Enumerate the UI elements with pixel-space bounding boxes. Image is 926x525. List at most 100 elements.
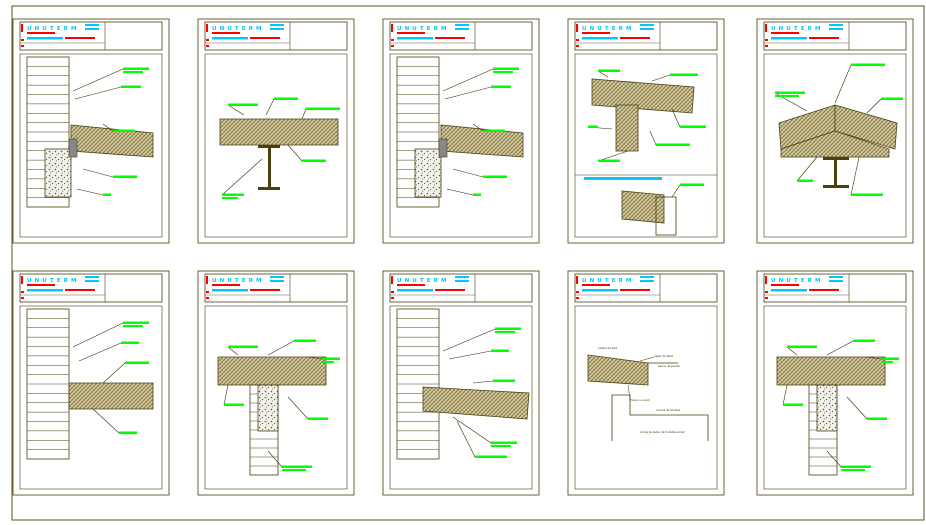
title-marker	[21, 297, 24, 299]
concrete-column	[257, 384, 279, 432]
leader-line	[307, 356, 323, 360]
title-tag	[270, 28, 284, 30]
leader-line	[786, 346, 798, 356]
section-title	[584, 177, 662, 180]
insulated-panel	[621, 190, 665, 224]
annotation-text: Lamba de alba	[598, 346, 618, 350]
note-label	[656, 143, 690, 146]
sheet-title: U N U T E R M	[582, 26, 632, 32]
title-tag	[85, 28, 99, 30]
leader-line	[452, 168, 484, 178]
leader-line	[850, 156, 860, 196]
title-block	[574, 273, 718, 303]
title-underline	[212, 32, 240, 34]
title-sub	[212, 289, 248, 292]
sheet-s5: U N U T E R M	[756, 18, 914, 244]
note-label	[881, 97, 903, 100]
title-sub	[212, 37, 248, 40]
leader-line	[82, 168, 114, 178]
insulated-panel	[834, 104, 898, 150]
title-tag	[455, 24, 469, 26]
leader-line	[265, 98, 275, 116]
title-tag	[270, 24, 284, 26]
title-block	[19, 273, 163, 303]
sheet-title: U N U T E R M	[771, 278, 821, 284]
note-label	[588, 125, 598, 128]
insulated-panel	[591, 78, 695, 114]
title-marker	[206, 39, 209, 41]
note-label	[491, 445, 511, 447]
title-underline	[397, 284, 425, 286]
title-sub	[620, 37, 650, 39]
drawing-area	[574, 53, 718, 238]
note-label	[123, 67, 149, 70]
sheet-s8: U N U T E R M	[382, 270, 540, 496]
note-label	[493, 67, 519, 70]
annotation-text: Anclaj de beton de fundatie armat	[640, 430, 685, 434]
note-label	[103, 193, 111, 196]
note-label	[491, 349, 509, 352]
ibeam-web	[268, 145, 271, 189]
note-label	[123, 71, 143, 73]
leader-line	[102, 362, 126, 384]
leader-line	[301, 108, 307, 120]
sheet-title: U N U T E R M	[27, 26, 77, 32]
ibeam-flange	[823, 157, 849, 160]
leader-line	[72, 322, 124, 348]
title-marker	[391, 24, 393, 32]
note-label	[841, 465, 871, 468]
note-label	[113, 175, 137, 178]
note-label	[123, 321, 149, 324]
leader-line	[448, 350, 492, 360]
title-sub	[435, 289, 465, 291]
title-tag	[829, 24, 843, 26]
title-marker	[765, 45, 768, 47]
sheet-title: U N U T E R M	[582, 278, 632, 284]
insulated-panel	[615, 104, 639, 152]
sheet-s3: U N U T E R M	[382, 18, 540, 244]
leader-line	[866, 356, 882, 360]
note-label	[228, 345, 258, 348]
title-tag	[85, 24, 99, 26]
title-tag	[640, 276, 654, 278]
annotation-text: capac de tabla	[654, 354, 674, 358]
note-label	[598, 159, 620, 162]
leader-line	[651, 74, 671, 82]
title-underline	[27, 284, 55, 286]
title-sub	[65, 289, 95, 291]
leader-line	[267, 450, 283, 468]
drawing-area	[389, 53, 533, 238]
note-label	[113, 129, 135, 132]
title-marker	[765, 276, 767, 284]
note-label	[294, 339, 316, 342]
leader-line	[267, 340, 295, 356]
title-tag	[270, 280, 284, 282]
note-label	[598, 69, 620, 72]
note-label	[274, 97, 298, 100]
title-block	[389, 273, 533, 303]
steel-bracket	[68, 138, 78, 158]
title-marker	[576, 297, 579, 299]
drawing-area	[204, 305, 348, 490]
title-marker	[576, 24, 578, 32]
title-sub	[65, 37, 95, 39]
sheet-s9: U N U T E R M Lamba de alba capac de tabla…	[567, 270, 725, 496]
insulated-panel	[422, 386, 530, 420]
drawing-area	[389, 305, 533, 490]
note-label	[680, 125, 706, 128]
sheet-s1: U N U T E R M	[12, 18, 170, 244]
title-underline	[582, 32, 610, 34]
title-underline	[771, 32, 799, 34]
leader-line	[221, 158, 263, 196]
note-label	[121, 85, 141, 88]
leader-line	[834, 64, 852, 104]
sheet-s4: U N U T E R M	[567, 18, 725, 244]
title-marker	[21, 24, 23, 32]
leader-line	[452, 416, 492, 444]
note-label	[841, 469, 865, 471]
title-marker	[576, 45, 579, 47]
title-sub	[250, 289, 280, 291]
leader-line	[442, 68, 494, 92]
